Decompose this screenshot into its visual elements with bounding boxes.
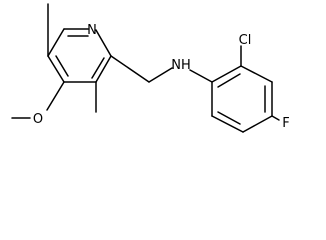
bond-n1-c2 xyxy=(95,29,112,57)
bond-ph-c1-c2 xyxy=(211,65,242,83)
bond-c4-oxygen xyxy=(46,81,65,111)
atom-labels: N NH O Cl F xyxy=(33,23,290,131)
bond-c5-c6 xyxy=(47,28,65,57)
bond-c2-c3-inner xyxy=(91,57,105,79)
bond-ph-c5-c6 xyxy=(211,115,244,133)
bond-c4-c5 xyxy=(47,55,65,83)
bond-c4-c5-inner xyxy=(55,55,69,77)
fluorine-label: F xyxy=(282,116,289,131)
bond-ph-c5-c6-inner xyxy=(217,111,241,125)
bond-c2-c3 xyxy=(95,55,112,83)
bond-ph-c2-c3 xyxy=(240,65,273,83)
chemical-structure-diagram: N NH O Cl F xyxy=(11,3,290,133)
amine-nh-label: NH xyxy=(171,58,191,73)
bond-ph-c1-c2-inner xyxy=(217,73,241,88)
bond-lines xyxy=(11,3,280,133)
methoxy-oxygen-label: O xyxy=(33,112,43,127)
bond-ch2-nh xyxy=(148,67,173,83)
pyridine-nitrogen-label: N xyxy=(87,23,97,38)
bond-nh-aryl xyxy=(189,69,213,83)
bond-c2-ch2 xyxy=(110,55,150,83)
chlorine-label: Cl xyxy=(239,33,252,48)
bond-ph-c4-fluorine xyxy=(271,115,280,121)
bond-ph-c4-c5 xyxy=(242,115,273,133)
